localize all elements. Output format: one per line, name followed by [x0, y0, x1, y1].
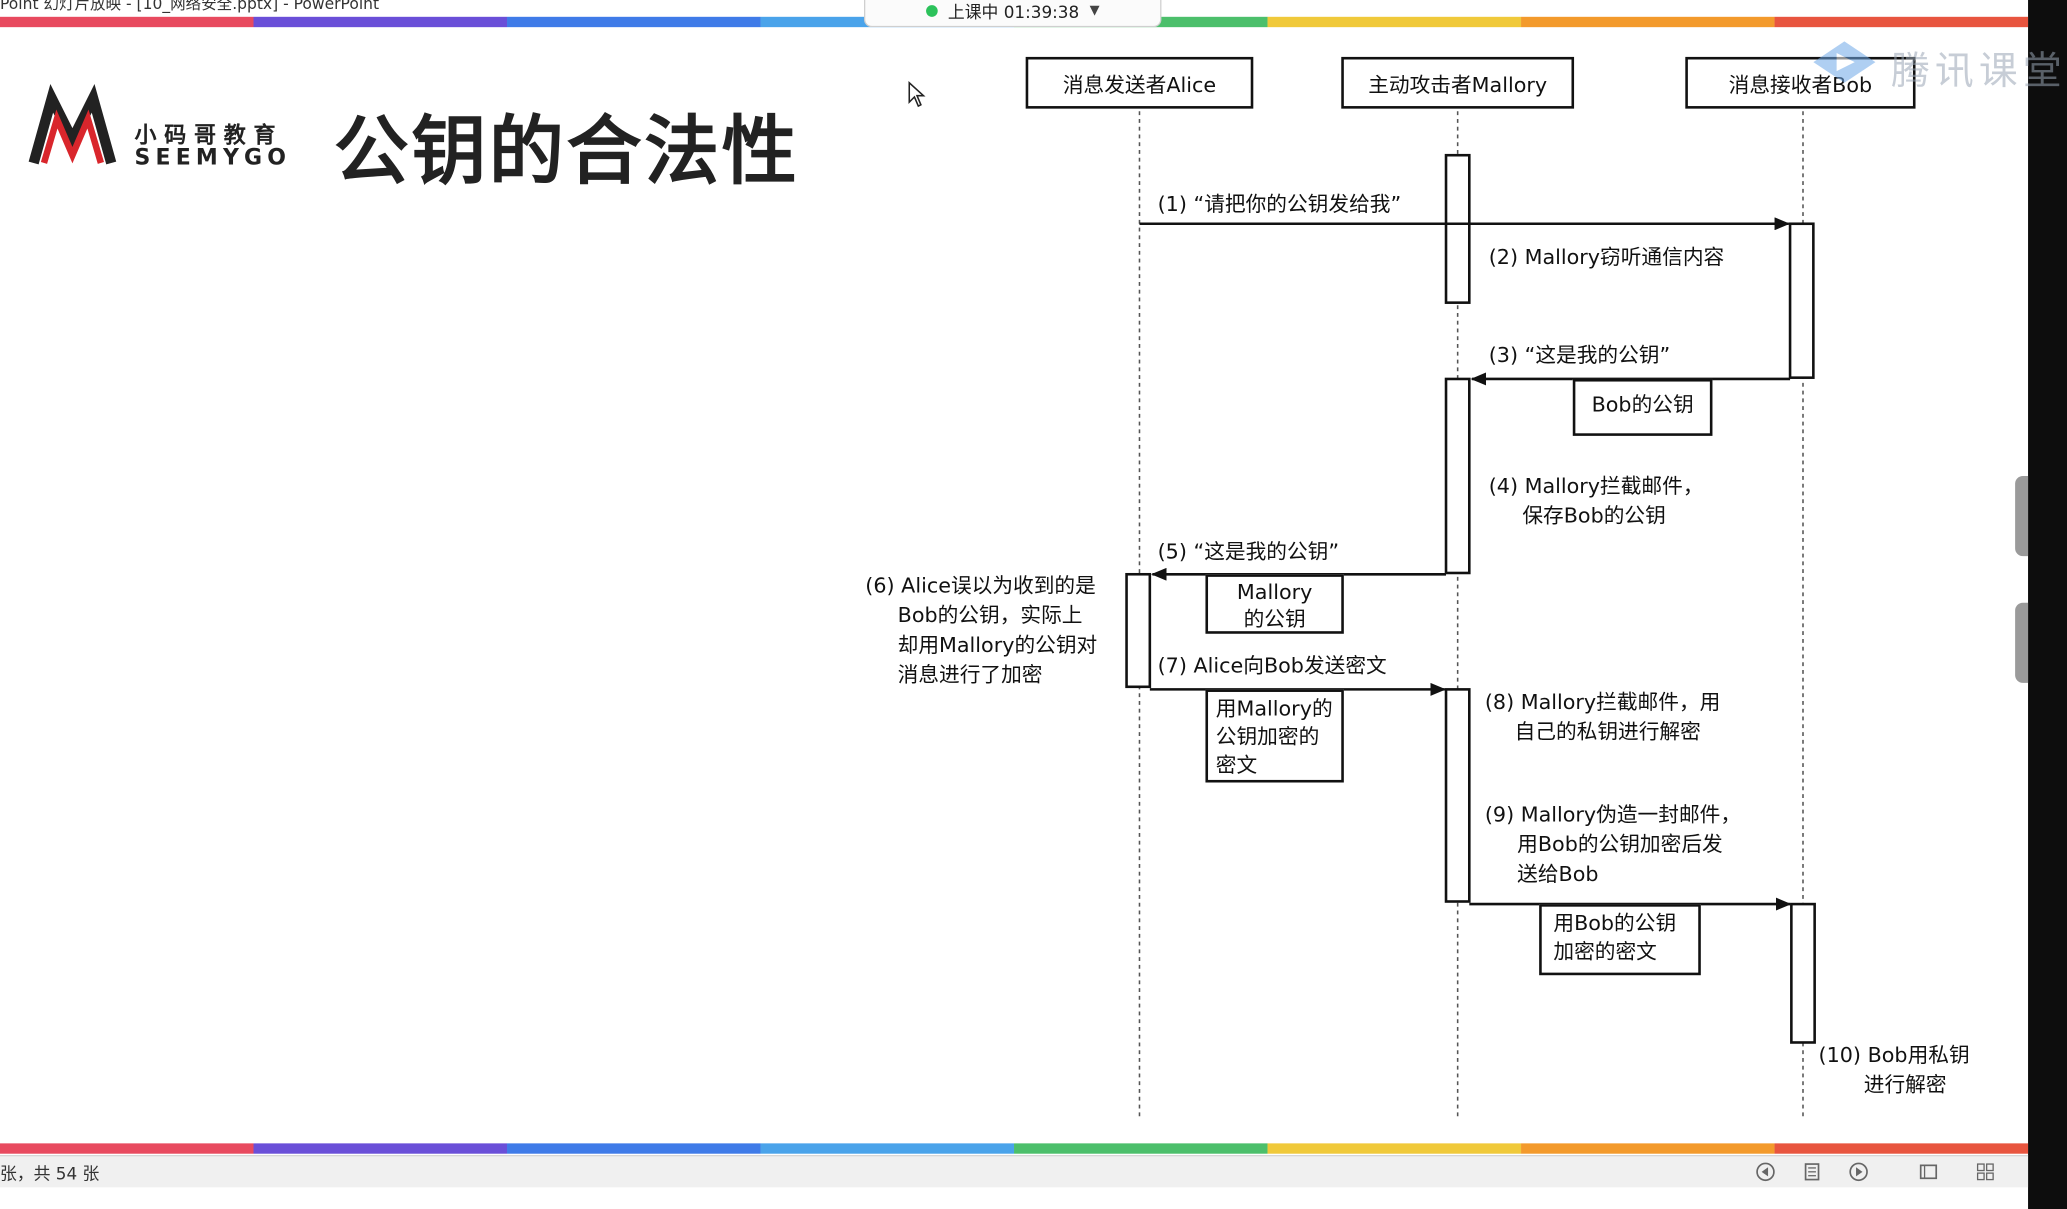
- step-2-label: (2) Mallory窃听通信内容: [1488, 244, 1725, 270]
- stripe-segment: [253, 16, 508, 28]
- live-status-icon: [925, 4, 938, 17]
- payload-mallory-key-line-2: 的公钥: [1243, 606, 1306, 632]
- step-3-label: (3) “这是我的公钥”: [1488, 342, 1671, 368]
- payload-mallory-ciphertext-line-1: 用Mallory的: [1215, 695, 1333, 721]
- step-6-line-3: 却用Mallory的公钥对: [897, 632, 1098, 658]
- payload-mallory-ciphertext: 用Mallory的 公钥加密的 密文: [1205, 689, 1344, 783]
- step-4-line-1: (4) Mallory拦截邮件，: [1488, 473, 1704, 498]
- window-title: Point 幻灯片放映 - [10_网络安全.pptx] - PowerPoin…: [0, 0, 380, 13]
- actor-bob: 消息接收者Bob: [1685, 56, 1916, 109]
- step-9-line-2: 用Bob的公钥加密后发: [1517, 831, 1723, 857]
- activation-mallory-3: [1444, 688, 1471, 903]
- play-logo-icon: [1813, 41, 1876, 83]
- step-8-label: (8) Mallory拦截邮件，用 自己的私钥进行解密: [1485, 687, 1721, 746]
- next-slide-icon[interactable]: [1847, 1160, 1870, 1183]
- actor-alice: 消息发送者Alice: [1025, 56, 1254, 109]
- step-4-label: (4) Mallory拦截邮件， 保存Bob的公钥: [1489, 471, 1704, 530]
- stripe-segment: [1267, 1143, 1522, 1154]
- stripe-segment: [253, 1143, 508, 1154]
- step-10-label: (10) Bob用私钥 进行解密: [1819, 1040, 1970, 1099]
- stripe-segment: [760, 1143, 1015, 1154]
- activation-bob-2: [1790, 902, 1816, 1044]
- actor-mallory: 主动攻击者Mallory: [1341, 56, 1575, 109]
- payload-mallory-key: Mallory 的公钥: [1205, 574, 1344, 634]
- activation-mallory-1: [1444, 153, 1471, 304]
- step-4-line-2: 保存Bob的公钥: [1522, 503, 1666, 528]
- payload-bob-ciphertext: 用Bob的公钥 加密的密文: [1539, 904, 1701, 976]
- activation-mallory-2: [1444, 377, 1471, 575]
- brand-mark-icon: [28, 83, 117, 165]
- side-panel-handle-2[interactable]: [2015, 602, 2029, 683]
- stripe-segment: [1267, 16, 1522, 28]
- step-7-label: (7) Alice向Bob发送密文: [1157, 653, 1387, 678]
- platform-watermark: 腾讯课堂: [1808, 36, 2062, 94]
- step-6-line-4: 消息进行了加密: [897, 662, 1043, 687]
- activation-alice: [1125, 572, 1152, 689]
- watermark-text: 腾讯课堂: [1890, 49, 2067, 95]
- step-1-label: (1) “请把你的公钥发给我”: [1157, 191, 1402, 216]
- brand-name-en: SEEMYGO: [134, 144, 292, 171]
- slide-sorter-icon[interactable]: [1974, 1160, 1997, 1183]
- reading-view-icon[interactable]: [1800, 1160, 1823, 1183]
- stripe-segment: [1774, 1143, 2029, 1154]
- activation-bob-1: [1788, 222, 1815, 379]
- payload-mallory-key-line-1: Mallory: [1236, 579, 1313, 605]
- stripe-segment: [507, 16, 761, 28]
- payload-bob-key: Bob的公钥: [1572, 378, 1713, 436]
- step-10-line-2: 进行解密: [1863, 1072, 1947, 1097]
- normal-view-icon[interactable]: [1917, 1160, 1940, 1183]
- step-6-label: (6) Alice误以为收到的是 Bob的公钥，实际上 却用Mallory的公钥…: [865, 570, 1097, 689]
- stripe-segment: [1521, 1143, 1775, 1154]
- stripe-segment: [1774, 16, 2029, 28]
- brand-logo: 小码哥教育 SEEMYGO: [28, 83, 300, 173]
- slide-counter: 张，共 54 张: [0, 1165, 100, 1185]
- step-9-label: (9) Mallory伪造一封邮件， 用Bob的公钥加密后发 送给Bob: [1485, 799, 1741, 888]
- step-9-line-3: 送给Bob: [1517, 861, 1599, 886]
- brand-name-cn: 小码哥教育: [134, 122, 284, 149]
- bottom-color-stripe: [0, 1143, 2029, 1154]
- side-panel-handle-1[interactable]: [2015, 475, 2029, 557]
- step-10-line-1: (10) Bob用私钥: [1818, 1042, 1970, 1068]
- session-timer-pill[interactable]: 上课中 01:39:38 ▼: [863, 0, 1162, 28]
- payload-mallory-ciphertext-line-2: 公钥加密的: [1215, 724, 1320, 749]
- step-6-line-1: (6) Alice误以为收到的是: [865, 572, 1096, 598]
- stripe-segment: [1014, 1143, 1268, 1154]
- chevron-down-icon[interactable]: ▼: [1089, 3, 1100, 18]
- slide-title: 公钥的合法性: [333, 107, 800, 196]
- step-8-line-2: 自己的私钥进行解密: [1514, 719, 1701, 744]
- mouse-cursor-icon: [908, 81, 926, 108]
- step-8-line-1: (8) Mallory拦截邮件，用: [1484, 689, 1721, 714]
- session-timer-text: 上课中 01:39:38: [947, 3, 1080, 23]
- step-6-line-2: Bob的公钥，实际上: [897, 602, 1083, 628]
- payload-mallory-ciphertext-line-3: 密文: [1215, 752, 1258, 778]
- payload-bob-ciphertext-line-2: 加密的密文: [1553, 939, 1657, 964]
- stripe-segment: [1521, 16, 1775, 28]
- stripe-segment: [0, 1143, 254, 1154]
- status-bar: 张，共 54 张: [0, 1155, 2029, 1188]
- stripe-segment: [0, 16, 254, 28]
- step-5-label: (5) “这是我的公钥”: [1157, 539, 1340, 564]
- stripe-segment: [507, 1143, 761, 1154]
- step-9-line-1: (9) Mallory伪造一封邮件，: [1484, 801, 1742, 827]
- payload-bob-ciphertext-line-1: 用Bob的公钥: [1553, 910, 1677, 936]
- previous-slide-icon[interactable]: [1754, 1160, 1777, 1183]
